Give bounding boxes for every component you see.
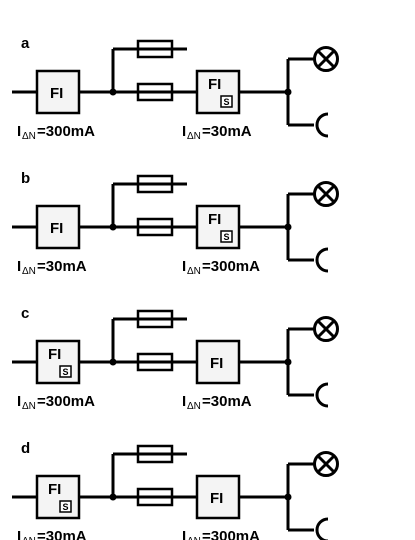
lamp-circle <box>313 451 339 477</box>
rcd-left-label: FI <box>50 220 63 237</box>
socket-icon <box>315 112 329 138</box>
rcd-left-rating-symbol: I <box>17 528 21 540</box>
selective-mark: S <box>224 232 230 242</box>
lamp-icon <box>313 451 339 477</box>
panel-letter: a <box>21 35 30 52</box>
circuit-panel-d: dFISIΔN=30mAFIIΔN=300mA <box>12 440 339 540</box>
rcd-left-label: FI <box>50 85 63 102</box>
rcd-right-rating-subscript: ΔN <box>187 131 201 142</box>
rcd-right-rating-value: =30mA <box>202 123 252 140</box>
lamp-circle <box>313 46 339 72</box>
lamp-cross <box>316 49 336 69</box>
rcd-right-rating-value: =300mA <box>202 528 260 540</box>
rcd-left-rating-value: =300mA <box>37 393 95 410</box>
rcd-right-rating-symbol: I <box>182 123 186 140</box>
socket-icon <box>315 517 329 540</box>
rcd-left-box <box>35 204 81 250</box>
lamp-circle <box>313 181 339 207</box>
selective-mark-box <box>59 500 72 513</box>
rcd-right-rating-value: =30mA <box>202 393 252 410</box>
selective-mark: S <box>63 502 69 512</box>
rcd-left-rating-value: =30mA <box>37 528 87 540</box>
lamp-icon <box>313 316 339 342</box>
rcd-right-label: FI <box>208 76 221 93</box>
rcd-left-rating-symbol: I <box>17 393 21 410</box>
lamp-icon <box>313 181 339 207</box>
rcd-right-rating-subscript: ΔN <box>187 266 201 277</box>
rcd-right-label: FI <box>210 490 223 507</box>
panel-letter: c <box>21 305 29 322</box>
lamp-cross <box>316 319 336 339</box>
rcd-right-label: FI <box>208 211 221 228</box>
rcd-right-rating-symbol: I <box>182 528 186 540</box>
rcd-left-rating-value: =300mA <box>37 123 95 140</box>
rcd-right-rating-symbol: I <box>182 258 186 275</box>
lamp-circle <box>313 316 339 342</box>
rcd-right-rating-subscript: ΔN <box>187 536 201 540</box>
lamp-cross <box>316 184 336 204</box>
socket-icon <box>315 382 329 408</box>
selective-mark-box <box>59 365 72 378</box>
rcd-right-rating-symbol: I <box>182 393 186 410</box>
rcd-left-rating-symbol: I <box>17 258 21 275</box>
selective-mark: S <box>63 367 69 377</box>
rcd-right-rating-subscript: ΔN <box>187 401 201 412</box>
lamp-cross <box>316 454 336 474</box>
rcd-left-label: FI <box>48 481 61 498</box>
rcd-left-box <box>35 339 81 385</box>
socket-icon <box>315 247 329 273</box>
rcd-left-rating-subscript: ΔN <box>22 536 36 540</box>
selective-mark-box <box>220 230 233 243</box>
rcd-left-rating-subscript: ΔN <box>22 131 36 142</box>
panel-letter: d <box>21 440 30 457</box>
rcd-right-box <box>195 474 241 520</box>
selective-mark-box <box>220 95 233 108</box>
lamp-icon <box>313 46 339 72</box>
rcd-right-label: FI <box>210 355 223 372</box>
rcd-left-rating-subscript: ΔN <box>22 266 36 277</box>
rcd-right-rating-value: =300mA <box>202 258 260 275</box>
rcd-left-rating-subscript: ΔN <box>22 401 36 412</box>
panel-letter: b <box>21 170 30 187</box>
selective-mark: S <box>224 97 230 107</box>
rcd-left-rating-symbol: I <box>17 123 21 140</box>
rcd-left-label: FI <box>48 346 61 363</box>
rcd-left-rating-value: =30mA <box>37 258 87 275</box>
